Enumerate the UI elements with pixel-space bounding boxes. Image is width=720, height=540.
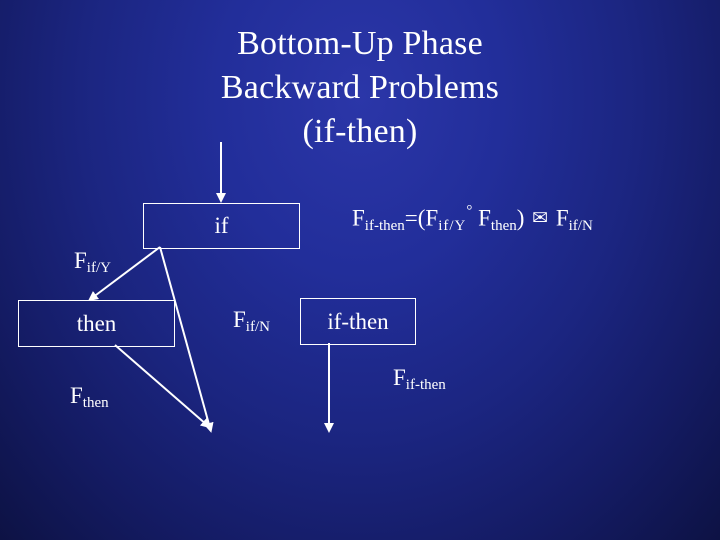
arrow-then-to-bottom: [114, 344, 211, 429]
page-title: Bottom-Up Phase Backward Problems (if-th…: [0, 22, 720, 154]
formula-term1-sub: if/Y: [438, 217, 467, 234]
f-if-then-base: F: [393, 365, 406, 390]
f-if-n-base: F: [233, 307, 246, 332]
if-box-label: if: [214, 213, 229, 238]
formula-term3-base: F: [555, 205, 569, 231]
f-then-base: F: [70, 383, 83, 408]
f-if-n-label: Fif/N: [233, 307, 270, 335]
if-then-box[interactable]: if-then: [300, 298, 416, 345]
formula-term2-base: F: [478, 205, 491, 231]
f-if-y-base: F: [74, 248, 87, 273]
formula-lhs-base: F: [352, 205, 365, 231]
envelope-icon: ✉: [532, 207, 549, 229]
if-then-box-label: if-then: [327, 308, 389, 334]
formula-lhs-sub: if-then: [364, 217, 405, 234]
f-then-label: Fthen: [70, 383, 109, 411]
f-then-sub: then: [82, 395, 109, 411]
formula-equals: =(F: [404, 205, 439, 231]
f-if-then-label: Fif-then: [393, 365, 446, 393]
f-if-y-label: Fif/Y: [74, 248, 111, 276]
f-if-y-sub: if/Y: [86, 260, 111, 276]
formula-close: ): [516, 205, 525, 231]
formula: Fif-then=(Fif/Y° Fthen) ✉ Fif/N: [352, 203, 593, 234]
then-box[interactable]: then: [18, 300, 175, 347]
if-box[interactable]: if: [143, 203, 300, 249]
formula-term3-sub: if/N: [568, 217, 593, 234]
then-box-label: then: [76, 310, 117, 336]
formula-compose: °: [466, 203, 473, 219]
title-line-1: Bottom-Up Phase: [237, 25, 483, 62]
f-if-n-sub: if/N: [245, 319, 270, 335]
title-line-2: Backward Problems: [220, 69, 500, 106]
title-line-3: (if-then): [302, 113, 418, 150]
f-if-then-sub: if-then: [405, 377, 446, 393]
formula-term2-sub: then: [490, 217, 517, 234]
